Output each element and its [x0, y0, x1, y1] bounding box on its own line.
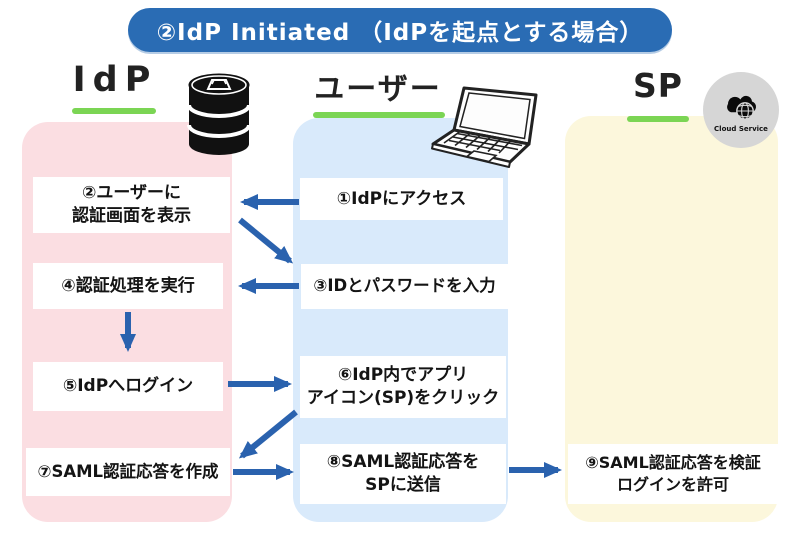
- step-box-5: ⑤IdPへログイン: [33, 362, 223, 411]
- underline-idp: [72, 108, 156, 114]
- underline-sp: [627, 116, 689, 122]
- cloud-globe-glyph: [727, 95, 757, 120]
- step-label: ④認証処理を実行: [61, 275, 195, 296]
- underline-user: [313, 112, 445, 118]
- cloud-service-icon: Cloud Service: [703, 72, 779, 148]
- step-box-9: ⑨SAML認証応答を検証 ログインを許可: [568, 444, 778, 504]
- step-label: 認証画面を表示: [72, 206, 191, 226]
- laptop-icon: [430, 80, 548, 176]
- step-box-1: ①IdPにアクセス: [300, 178, 503, 220]
- step-box-3: ③IDとパスワードを入力: [301, 264, 508, 309]
- lane-header-sp: SP: [633, 66, 683, 105]
- lane-header-user: ユーザー: [314, 72, 442, 107]
- step-label: アイコン(SP)をクリック: [306, 388, 500, 408]
- database-icon: [186, 72, 252, 162]
- step-label: ①IdPにアクセス: [336, 188, 467, 209]
- step-label: ③IDとパスワードを入力: [313, 276, 496, 296]
- step-label: ⑥IdP内でアプリ: [337, 365, 469, 386]
- step-box-8: ⑧SAML認証応答を SPに送信: [300, 444, 506, 504]
- step-label: SPに送信: [365, 475, 441, 495]
- diagram-title: ②IdP Initiated （IdPを起点とする場合）: [128, 8, 672, 52]
- step-label: ⑧SAML認証応答を: [326, 452, 480, 473]
- step-label: ログインを許可: [616, 475, 729, 494]
- step-label: ⑨SAML認証応答を検証: [585, 453, 761, 473]
- step-box-7: ⑦SAML認証応答を作成: [26, 448, 230, 496]
- step-box-2: ②ユーザーに 認証画面を表示: [33, 177, 230, 233]
- step-box-6: ⑥IdP内でアプリ アイコン(SP)をクリック: [300, 356, 506, 418]
- step-label: ⑤IdPへログイン: [62, 376, 194, 397]
- arrow-step6-user-to-idp: [238, 409, 298, 459]
- cloud-service-label: Cloud Service: [714, 124, 768, 133]
- arrow-step2-idp-to-user: [238, 217, 294, 264]
- step-box-4: ④認証処理を実行: [33, 263, 223, 309]
- lane-header-idp: IdP: [72, 60, 158, 100]
- step-label: ⑦SAML認証応答を作成: [37, 461, 219, 481]
- step-label: ②ユーザーに: [81, 183, 182, 204]
